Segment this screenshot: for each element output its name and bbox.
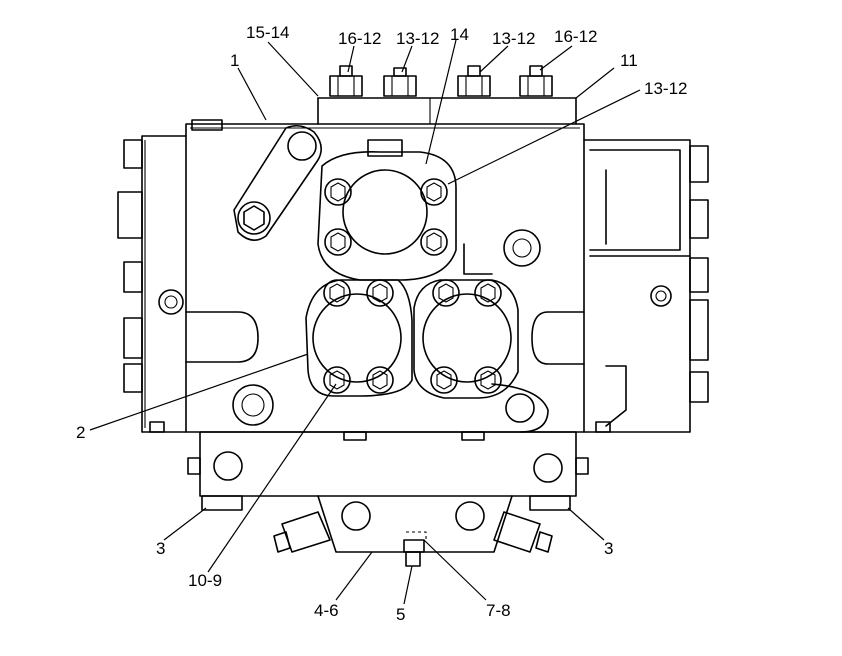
lower-right-flange — [413, 279, 519, 399]
link-arm — [233, 124, 322, 241]
left-end-cap — [117, 135, 187, 433]
label-15-14: 15-14 — [246, 23, 289, 42]
leader-lines — [89, 39, 641, 605]
right-end-cap — [583, 139, 709, 433]
label-3-left: 3 — [156, 539, 165, 558]
label-13-12-c: 13-12 — [644, 79, 687, 98]
bottom-block — [187, 431, 589, 567]
label-16-12-a: 16-12 — [338, 29, 381, 48]
label-14: 14 — [450, 25, 469, 44]
callout-labels: 15-14 16-12 13-12 14 13-12 16-12 1 11 13… — [76, 23, 687, 624]
label-7-8: 7-8 — [486, 601, 511, 620]
label-3-right: 3 — [604, 539, 613, 558]
label-1: 1 — [230, 51, 239, 70]
lower-left-flange — [305, 279, 413, 397]
label-2: 2 — [76, 423, 85, 442]
top-bolts — [191, 65, 553, 131]
flange-bolts — [323, 178, 502, 394]
label-11: 11 — [620, 51, 638, 70]
label-10-9: 10-9 — [188, 571, 222, 590]
top-flange — [317, 139, 457, 281]
label-16-12-b: 16-12 — [554, 27, 597, 46]
label-5: 5 — [396, 605, 405, 624]
label-13-12-a: 13-12 — [396, 29, 439, 48]
label-13-12-b: 13-12 — [492, 29, 535, 48]
label-4-6: 4-6 — [314, 601, 339, 620]
